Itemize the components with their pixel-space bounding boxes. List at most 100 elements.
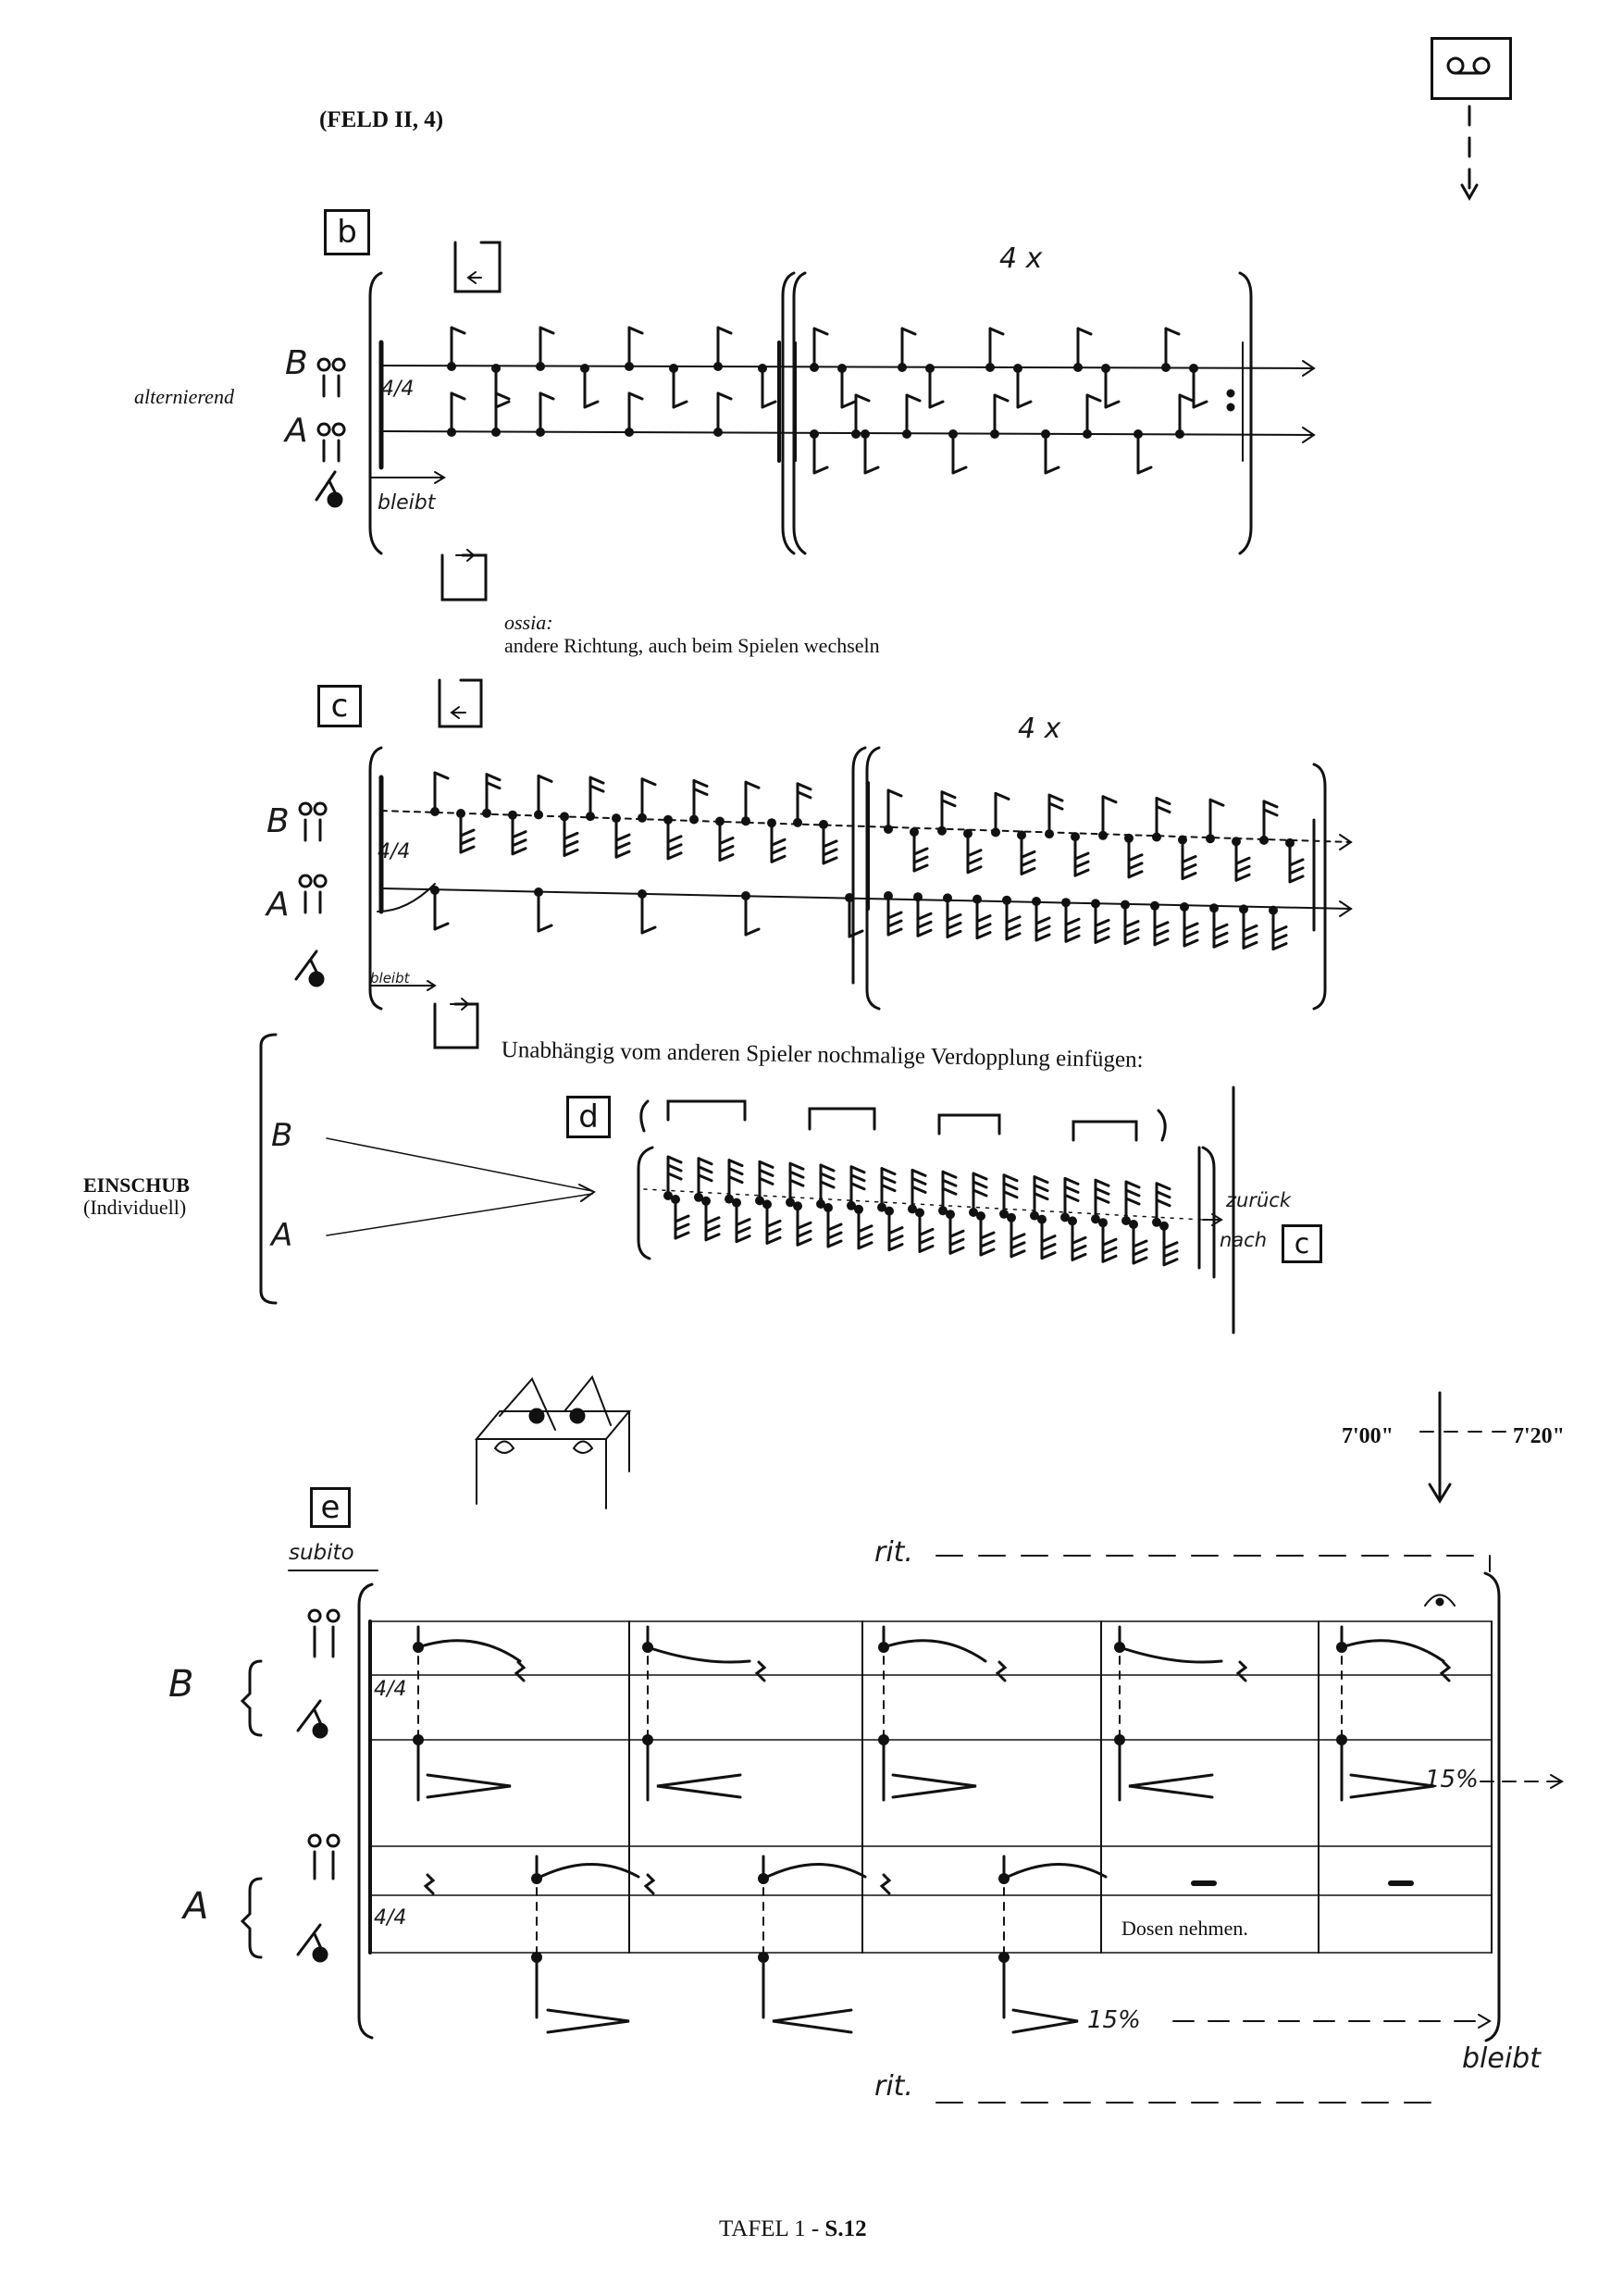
note-flag (563, 848, 579, 857)
note-flag (704, 1233, 721, 1242)
note-flag (1262, 808, 1279, 817)
note-flag (758, 1160, 774, 1169)
note-flag (863, 465, 880, 475)
note-flag (765, 1235, 782, 1245)
rest-symbol (1439, 1660, 1452, 1682)
note-flag (583, 400, 600, 409)
einschub-title: EINSCHUB (83, 1173, 190, 1197)
note-flag (614, 841, 631, 850)
note-flag (1181, 863, 1197, 872)
note-flag (640, 925, 657, 935)
note-flag (537, 774, 553, 783)
note-flag (718, 845, 735, 853)
note-flag (1064, 925, 1081, 935)
note-flag (765, 1219, 782, 1228)
note-flag (744, 780, 761, 789)
note-flag (948, 1237, 965, 1247)
note-flag (796, 1229, 812, 1238)
note-flag (674, 1214, 690, 1223)
note-flag (1040, 1243, 1057, 1252)
note-flag (788, 1161, 805, 1171)
rest-symbol (514, 1660, 527, 1682)
note-flag (940, 799, 957, 808)
note-flag (1094, 1186, 1110, 1196)
note-flag (826, 1239, 843, 1248)
alternierend-note: alternierend (134, 385, 234, 408)
note-flag (1212, 923, 1229, 932)
note-flag (826, 1231, 843, 1240)
note-flag (1271, 934, 1288, 943)
slur (1340, 1639, 1445, 1663)
slur (416, 1639, 522, 1663)
note-flag (788, 1170, 805, 1179)
note-flag (946, 921, 962, 930)
note-flag (1242, 940, 1258, 949)
note-flag (916, 912, 933, 921)
note-flag (744, 927, 761, 937)
note-flag (966, 849, 983, 858)
section-c-box: c (317, 685, 362, 727)
note-flag (735, 1218, 751, 1227)
note-flag (911, 1185, 927, 1194)
note-flag (758, 1168, 774, 1177)
note-flag (880, 1184, 897, 1193)
section-c-bleibt: bleibt (370, 970, 410, 987)
note-flag (1071, 1244, 1087, 1253)
note-flag (1136, 465, 1153, 475)
section-b-repeat: 4 x (999, 242, 1043, 275)
note-flag (459, 828, 476, 838)
note-flag (433, 771, 450, 780)
note-flag (1020, 866, 1036, 875)
note-flag (918, 1227, 935, 1236)
note-flag (912, 863, 929, 873)
note-flag (886, 788, 903, 798)
note-flag (979, 1239, 996, 1248)
note-flag (1288, 875, 1305, 884)
note-flag (640, 777, 657, 787)
note-flag (1002, 1190, 1019, 1199)
hairpin (426, 1773, 512, 1799)
note-flag (857, 1241, 873, 1250)
note-flag (1242, 932, 1258, 941)
note-flag (1035, 916, 1051, 925)
note-flag (1094, 1195, 1110, 1204)
einschub-a-label: A (271, 1217, 293, 1254)
section-b-box: b (324, 209, 370, 255)
note-flag (761, 400, 777, 409)
note-flag (911, 1168, 927, 1177)
note-flag (946, 929, 962, 938)
note-flag (1132, 1247, 1148, 1257)
note-flag (928, 400, 945, 409)
note-flag (1124, 1188, 1141, 1198)
rest-symbol (995, 1660, 1008, 1682)
note-flag (1101, 1246, 1118, 1255)
note-flag (1181, 872, 1197, 880)
note-flag (1073, 860, 1090, 869)
note-flag (537, 924, 553, 933)
section-e-staff-b-label: B (168, 1663, 194, 1706)
section-c-repeat: 4 x (1018, 713, 1061, 745)
note-flag (563, 831, 579, 840)
note-flag (1073, 851, 1090, 861)
percent-b: 15% (1425, 1766, 1479, 1793)
note-flag (1155, 1182, 1171, 1191)
note-flag (1242, 924, 1258, 933)
note-flag (857, 1224, 873, 1234)
note-flag (697, 1157, 713, 1166)
note-flag (1073, 868, 1090, 877)
note-flag (494, 400, 511, 409)
note-flag (1035, 933, 1051, 942)
note-flag (826, 1222, 843, 1232)
slur (1002, 1863, 1108, 1880)
note-flag (819, 1163, 836, 1173)
note-flag (788, 1178, 805, 1187)
section-b-time-signature: 4/4 (381, 378, 415, 401)
note-flag (704, 1224, 721, 1234)
note-flag (993, 393, 1010, 403)
note-flag (849, 1165, 866, 1174)
cassette-detail (1446, 56, 1491, 202)
note-flag (770, 854, 787, 863)
note-flag (900, 327, 917, 336)
note-flag (849, 1182, 866, 1191)
note-flag (727, 1159, 744, 1168)
